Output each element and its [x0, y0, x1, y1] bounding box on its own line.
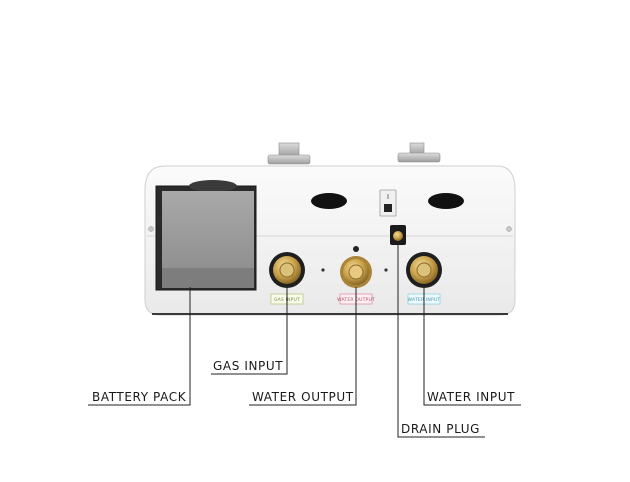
battery-top-shadow: [189, 180, 237, 192]
label-gas-input: GAS INPUT: [213, 359, 283, 373]
vent-left: [311, 193, 347, 209]
water-input-fitting: [406, 252, 442, 288]
label-battery-pack: BATTERY PACK: [92, 390, 187, 404]
label-water-input: WATER INPUT: [427, 390, 515, 404]
drain-plug: [390, 225, 406, 245]
dot-left: [321, 268, 325, 272]
screw-left: [148, 226, 154, 232]
right-top-knob: [397, 142, 441, 163]
vent-right: [428, 193, 464, 209]
leader-water-input: [423, 287, 521, 406]
leader-water-output: [249, 287, 357, 406]
center-indicator-hole: [353, 246, 359, 252]
leader-battery-pack: [88, 287, 191, 406]
gas-input-fitting: [269, 252, 305, 288]
dot-right: [384, 268, 388, 272]
label-drain-plug: DRAIN PLUG: [401, 422, 480, 436]
leader-drain-plug: [397, 243, 485, 438]
screw-right: [506, 226, 512, 232]
power-switch[interactable]: [379, 189, 397, 217]
water-output-fitting: [340, 256, 372, 288]
left-top-knob: [267, 142, 311, 165]
label-water-output: WATER OUTPUT: [252, 390, 354, 404]
leader-gas-input: [211, 285, 288, 375]
battery-lower-band: [162, 268, 254, 288]
